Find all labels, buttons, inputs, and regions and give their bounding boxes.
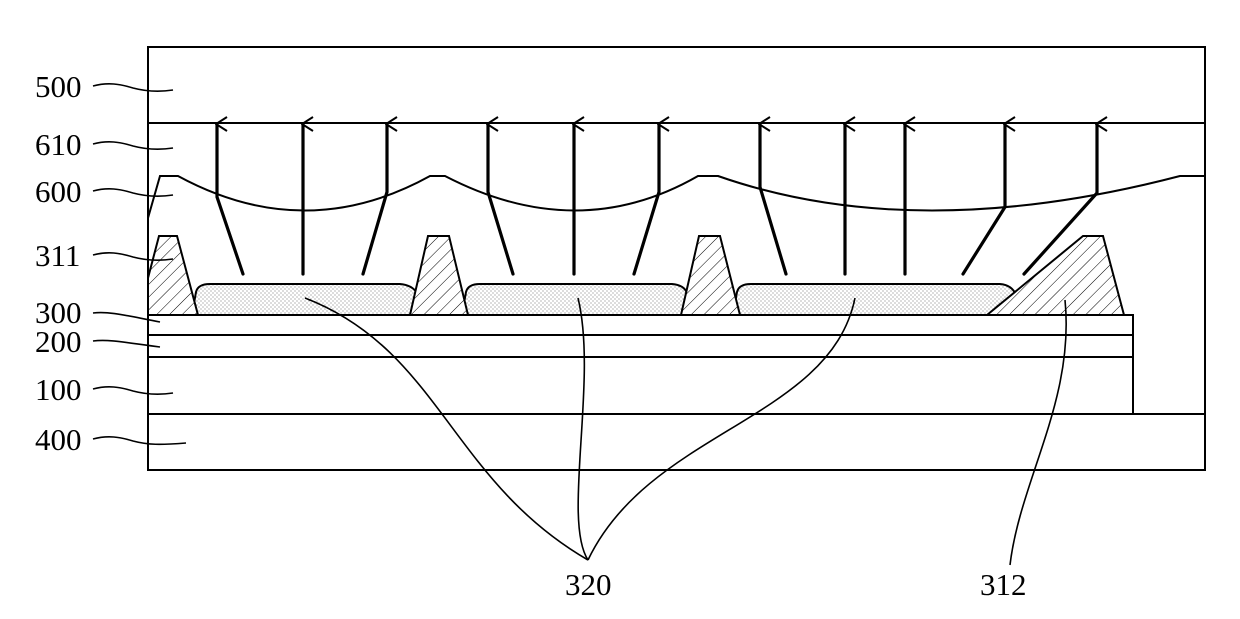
leader-320-a <box>305 298 588 560</box>
emitter-320-a <box>192 284 417 315</box>
layer-100-edge <box>148 315 1133 414</box>
leader-500 <box>93 84 173 91</box>
label-500: 500 <box>35 69 82 104</box>
label-400: 400 <box>35 422 82 457</box>
emitter-320-c <box>733 284 1016 315</box>
light-rays <box>217 124 1097 274</box>
label-320: 320 <box>565 567 612 602</box>
label-312: 312 <box>980 567 1027 602</box>
leader-100 <box>93 387 173 394</box>
label-200: 200 <box>35 324 82 359</box>
bank-311-b <box>410 236 468 315</box>
label-100: 100 <box>35 372 82 407</box>
bank-312 <box>987 236 1124 315</box>
label-311: 311 <box>35 238 80 273</box>
bank-311-c <box>681 236 740 315</box>
device-outline <box>148 47 1205 470</box>
leader-320-c <box>588 298 855 560</box>
label-600: 600 <box>35 174 82 209</box>
bank-311-a <box>148 236 198 315</box>
leader-lines <box>93 84 1066 565</box>
leader-312 <box>1010 300 1066 565</box>
arrow-ray <box>760 124 786 274</box>
layer-600-surface <box>148 176 1205 218</box>
emitter-320-b <box>462 284 687 315</box>
leader-200 <box>93 340 160 347</box>
label-610: 610 <box>35 127 82 162</box>
arrow-ray <box>963 124 1005 274</box>
leader-610 <box>93 142 173 149</box>
leader-320-b <box>578 298 588 560</box>
leader-400 <box>93 437 186 444</box>
leader-600 <box>93 189 173 196</box>
